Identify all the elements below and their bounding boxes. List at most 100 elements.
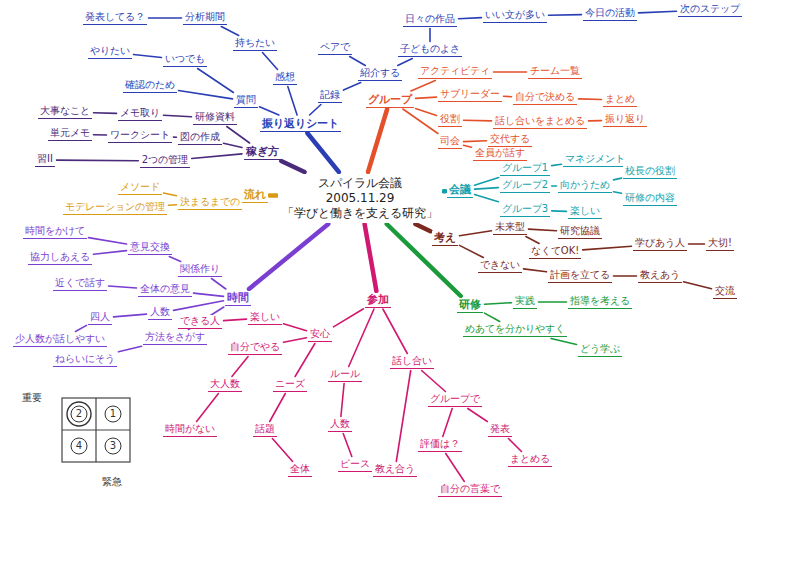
- node-text: グループ2: [502, 179, 548, 191]
- branch-line: [212, 279, 226, 290]
- branch-node: 持ちたい: [233, 37, 277, 51]
- branch-line: [552, 210, 567, 212]
- branch-line: [109, 286, 137, 288]
- branch-line: [589, 120, 602, 122]
- branch-line: [57, 159, 139, 161]
- branch-line: [179, 91, 233, 99]
- branch-line: [169, 204, 177, 206]
- node-text: サブリーダー: [440, 88, 500, 100]
- node-text: スパイラル会議: [282, 176, 438, 191]
- branch-line: [524, 269, 547, 272]
- node-text: 研修資料: [195, 111, 235, 123]
- node-text: 子どものよさ: [400, 43, 460, 55]
- node-text: 楽しい: [250, 311, 280, 323]
- node-text: ルール: [330, 368, 360, 380]
- node-text: 振り返りシート: [262, 117, 339, 130]
- main-branch: [415, 224, 430, 231]
- branch-line: [284, 338, 307, 343]
- branch-node: 紹介する: [358, 67, 402, 81]
- branch-node: ねらいにそう: [53, 353, 117, 367]
- branch-node: 次のステップ: [678, 3, 742, 17]
- branch-node: ワークシート: [108, 129, 172, 143]
- branch-node: 参加: [365, 293, 391, 308]
- branch-line: [174, 136, 177, 138]
- branch-node: モデレーションの管理: [63, 201, 167, 215]
- node-text: マネジメント: [565, 153, 625, 165]
- node-text: 学びあう人: [635, 237, 685, 249]
- node-text: 実践: [515, 295, 535, 307]
- node-text: 習II: [37, 153, 53, 165]
- node-text: 時間: [227, 291, 249, 304]
- main-branch: [307, 133, 339, 172]
- branch-node: ピース: [338, 458, 372, 472]
- branch-node: 役割: [438, 113, 462, 127]
- branch-node: 確認のため: [123, 79, 177, 93]
- node-text: やりたい: [90, 45, 130, 57]
- node-text: ねらいにそう: [55, 353, 115, 365]
- branch-node: ニーズ: [273, 378, 307, 392]
- node-text: グループで: [430, 393, 480, 405]
- node-text: 振り返り: [605, 113, 645, 125]
- node-text: 日々の作品: [405, 13, 455, 25]
- branch-line: [149, 17, 182, 19]
- branch-node: グループ: [366, 93, 414, 108]
- node-text: 人数: [330, 418, 350, 430]
- branch-node: 方法をさがす: [143, 331, 207, 345]
- branch-line: [614, 178, 622, 180]
- node-text: 未来型: [495, 221, 525, 233]
- branch-node: 計画を立てる: [548, 269, 612, 283]
- node-text: 指導を考える: [570, 295, 630, 307]
- node-text: 少人数が話しやすい: [15, 333, 105, 345]
- branch-node: 研修の内容: [623, 192, 677, 206]
- branch-node: 習II: [35, 153, 55, 167]
- number-circle: [71, 438, 87, 454]
- branch-line: [468, 409, 488, 422]
- branch-line: [232, 357, 248, 377]
- branch-node: 時間がない: [163, 423, 217, 437]
- branch-line: [422, 371, 446, 392]
- branch-node: 少人数が話しやすい: [13, 333, 107, 347]
- branch-node: 人数: [148, 306, 172, 320]
- branch-node: 全体の意見: [138, 283, 192, 297]
- branch-line: [614, 275, 637, 277]
- branch-node: できる人: [178, 315, 222, 329]
- branch-node: 感想: [273, 71, 297, 85]
- main-branch: [249, 224, 328, 289]
- branch-node: ルール: [328, 368, 362, 382]
- node-text: 自分でやる: [230, 341, 280, 353]
- node-text: グループ: [368, 93, 412, 106]
- node-text: 司会: [440, 135, 460, 147]
- branch-node: 決まるまでの: [178, 196, 242, 210]
- branch-line: [197, 394, 219, 422]
- main-branch: [368, 109, 387, 172]
- branch-node: 会議: [447, 183, 473, 198]
- branch-node: 稼ぎ方: [244, 145, 281, 160]
- branch-line: [341, 384, 344, 417]
- branch-node: めあてを分かりやすく: [463, 323, 567, 337]
- branch-line: [260, 107, 279, 115]
- branch-node: 流れ: [242, 188, 268, 203]
- node-text: 交代する: [490, 133, 530, 145]
- branch-line: [494, 71, 527, 73]
- branch-node: なくてOK!: [529, 245, 581, 259]
- node-text: 全体: [290, 463, 310, 475]
- node-text: 確認のため: [125, 79, 175, 91]
- branch-line: [343, 434, 352, 457]
- branch-node: メモ取り: [118, 107, 162, 121]
- branch-line: [270, 394, 286, 422]
- branch-line: [509, 439, 522, 452]
- branch-node: 時間をかけて: [23, 225, 87, 239]
- node-text: 研修: [459, 298, 481, 311]
- branch-node: 安心: [308, 328, 332, 342]
- main-branch: [270, 193, 277, 198]
- node-text: 向かうため: [560, 179, 610, 191]
- branch-line: [539, 301, 567, 303]
- branch-node: 話し合い: [390, 355, 434, 369]
- node-text: 意見交換: [130, 241, 170, 253]
- node-text: 質問: [236, 94, 256, 106]
- node-text: 大人数: [210, 378, 240, 390]
- branch-node: 教え合う: [373, 463, 417, 477]
- branch-node: いい文が多い: [483, 9, 547, 23]
- node-text: 単元メモ: [50, 127, 90, 139]
- branch-node: 意見交換: [128, 241, 172, 255]
